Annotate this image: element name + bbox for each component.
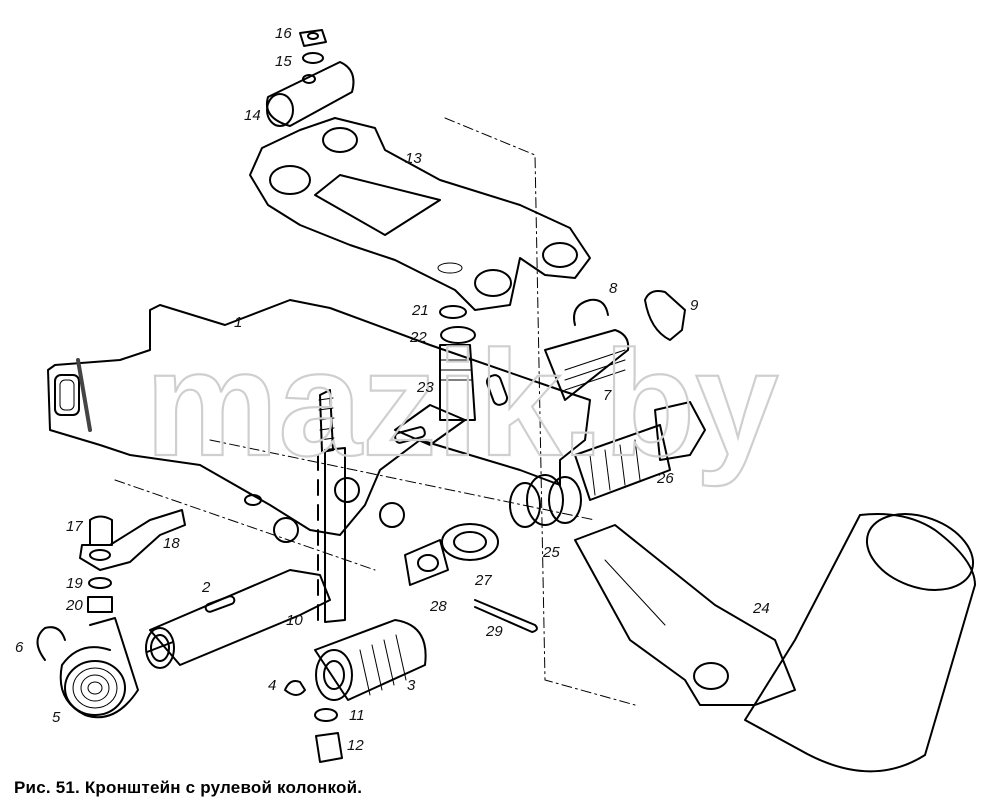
label-24: 24: [752, 600, 770, 617]
label-8: 8: [609, 280, 618, 297]
label-16: 16: [275, 25, 292, 42]
washer-part-21: [439, 305, 467, 319]
label-20: 20: [65, 597, 83, 614]
label-17: 17: [66, 518, 83, 535]
washer-part-19: [88, 577, 112, 589]
nut-part-16: [299, 29, 327, 47]
label-29: 29: [485, 623, 503, 640]
castle-nut-part-28: [404, 539, 449, 586]
label-7: 7: [603, 387, 612, 404]
label-19: 19: [66, 575, 83, 592]
label-3: 3: [407, 677, 416, 694]
retaining-ring-part-6: [36, 626, 66, 661]
shaft-part-2: [145, 569, 331, 669]
label-12: 12: [347, 737, 364, 754]
pin-part-23: [439, 344, 476, 421]
assembly-axis-lines: [114, 117, 636, 706]
spring-part-25: [509, 474, 582, 528]
coil-spring-part-5: [59, 617, 139, 719]
label-13: 13: [405, 150, 422, 167]
label-4: 4: [268, 677, 276, 694]
nut-part-20: [87, 596, 113, 613]
washer-part-27: [441, 523, 499, 561]
label-18: 18: [163, 535, 180, 552]
label-27: 27: [474, 572, 492, 589]
washer-part-15: [302, 52, 324, 64]
watermark-text: mazik.by: [145, 319, 779, 487]
lock-plate-part-9: [644, 290, 686, 341]
label-15: 15: [275, 53, 292, 70]
label-22: 22: [409, 329, 427, 346]
part-labels: 1 2 3 4 5 6 7 8 9 10 11 12 13 14 15 16 1…: [15, 25, 770, 754]
label-28: 28: [429, 598, 447, 615]
toothed-rack-part-10: [273, 389, 405, 623]
label-10: 10: [286, 612, 303, 629]
label-14: 14: [244, 107, 261, 124]
label-11: 11: [349, 707, 365, 724]
pin-part-7: [544, 329, 630, 401]
label-5: 5: [52, 709, 61, 726]
label-1: 1: [234, 314, 242, 331]
label-9: 9: [690, 297, 699, 314]
upper-lever-part-13: [249, 117, 591, 311]
label-6: 6: [15, 639, 24, 656]
label-21: 21: [411, 302, 429, 319]
bracket-part-1: [47, 299, 591, 536]
cotter-pin-part-29: [474, 599, 538, 633]
steering-column-part-24: [574, 513, 976, 773]
label-23: 23: [416, 379, 434, 396]
washer-part-11: [314, 708, 338, 722]
pin-part-14: [266, 61, 355, 127]
bushing-part-22: [440, 326, 476, 344]
label-26: 26: [656, 470, 674, 487]
bolt-part-26: [574, 401, 706, 501]
label-25: 25: [542, 544, 560, 561]
bolt-part-17: [89, 515, 113, 546]
label-2: 2: [201, 579, 211, 596]
retaining-ring-part-8: [573, 298, 609, 326]
figure-caption: Рис. 51. Кронштейн с рулевой колонкой.: [14, 778, 363, 797]
nut-part-12: [315, 732, 343, 763]
clamp-plate-part-18: [79, 509, 186, 571]
sleeve-part-3: [314, 619, 427, 701]
key-part-4: [284, 680, 306, 696]
